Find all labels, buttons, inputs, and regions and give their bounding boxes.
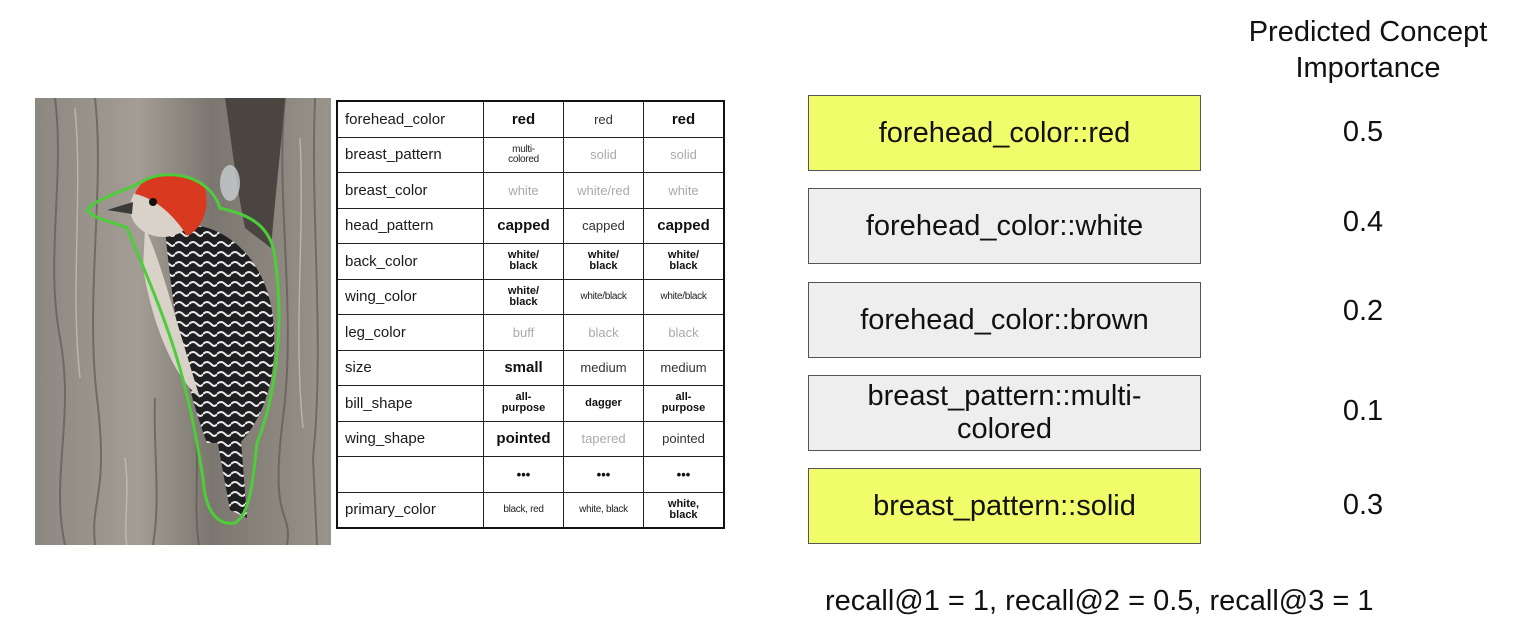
attribute-value: red [643,100,725,138]
concept-box: forehead_color::brown [808,282,1201,358]
concept-box: forehead_color::red [808,95,1201,171]
attribute-value: all- purpose [483,385,564,422]
concept-score: 0.3 [1342,489,1384,521]
predicted-concept-importance-header: Predicted Concept Importance [1248,16,1488,84]
attribute-value: white/ black [563,243,644,280]
attribute-value: small [483,349,564,386]
concept-score: 0.4 [1342,206,1384,238]
attribute-value: capped [563,207,644,244]
attribute-value: pointed [483,420,564,457]
concept-label: forehead_color::white [865,209,1144,242]
attribute-value: white/red [563,172,644,209]
attribute-value: ••• [563,456,644,493]
attribute-value: white [643,172,725,209]
attribute-value: black [563,314,644,351]
attribute-value: ••• [483,456,564,493]
attribute-name: leg_color [336,314,484,351]
attribute-value: tapered [563,420,644,457]
attribute-value: white/black [643,278,725,315]
attribute-value: red [483,100,564,138]
concept-label: forehead_color::brown [860,303,1149,336]
attribute-value: medium [563,349,644,386]
attribute-name: wing_color [336,278,484,315]
attribute-value: white, black [643,491,725,529]
attribute-name: size [336,349,484,386]
attribute-name: bill_shape [336,385,484,422]
attribute-value: capped [483,207,564,244]
attribute-value: dagger [563,385,644,422]
attribute-value: black, red [483,491,564,529]
attribute-name: head_pattern [336,207,484,244]
attribute-value: solid [563,136,644,173]
attribute-value: pointed [643,420,725,457]
attribute-value: white/ black [483,278,564,315]
attribute-value: multi- colored [483,136,564,173]
attribute-name: back_color [336,243,484,280]
attribute-value: white, black [563,491,644,529]
bird-photo [35,98,331,545]
recall-summary: recall@1 = 1, recall@2 = 0.5, recall@3 =… [825,585,1374,617]
attribute-value: white/black [563,278,644,315]
attribute-value: white [483,172,564,209]
concept-label: breast_pattern::multi-colored [867,380,1142,445]
concept-score: 0.1 [1342,395,1384,427]
attribute-name: forehead_color [336,100,484,138]
concept-box: breast_pattern::solid [808,468,1201,544]
attribute-value: black [643,314,725,351]
attribute-value: medium [643,349,725,386]
attribute-name: wing_shape [336,420,484,457]
attribute-name [336,456,484,493]
concept-box: breast_pattern::multi-colored [808,375,1201,451]
attribute-value: capped [643,207,725,244]
concept-score: 0.2 [1342,295,1384,327]
attribute-value: solid [643,136,725,173]
attribute-value: red [563,100,644,138]
attribute-name: breast_color [336,172,484,209]
attribute-row: ••••••••• [336,456,725,493]
concept-label: forehead_color::red [878,116,1131,149]
attribute-value: all- purpose [643,385,725,422]
attribute-value: white/ black [483,243,564,280]
attribute-name: primary_color [336,491,484,529]
attribute-value: white/ black [643,243,725,280]
attribute-value: ••• [643,456,725,493]
concept-label: breast_pattern::solid [873,489,1136,522]
attribute-value: buff [483,314,564,351]
concept-score: 0.5 [1342,116,1384,148]
attribute-name: breast_pattern [336,136,484,173]
concept-box: forehead_color::white [808,188,1201,264]
